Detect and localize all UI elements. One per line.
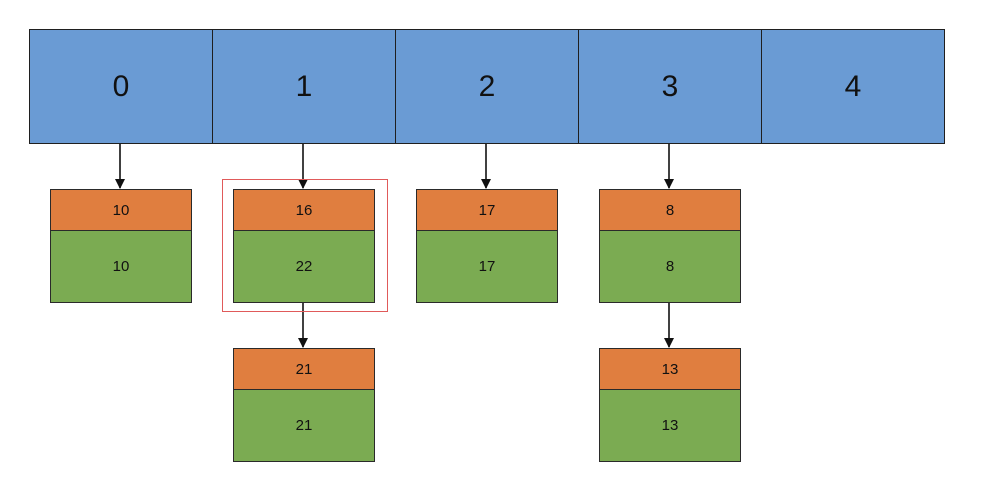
node-bucket-3-entry-2: 13 13 (599, 348, 741, 462)
bucket-0: 0 (30, 30, 213, 143)
node-value: 13 (600, 390, 740, 461)
node-value: 22 (234, 231, 374, 302)
node-bucket-1-entry-1: 16 22 (233, 189, 375, 303)
bucket-array: 0 1 2 3 4 (29, 29, 945, 144)
highlight-box (222, 179, 388, 312)
node-bucket-0-entry-1: 10 10 (50, 189, 192, 303)
node-key: 17 (417, 190, 557, 231)
bucket-4: 4 (844, 69, 862, 103)
node-value: 8 (600, 231, 740, 302)
node-bucket-2-entry-1: 17 17 (416, 189, 558, 303)
node-key: 16 (234, 190, 374, 231)
bucket-1: 1 (213, 30, 396, 143)
node-value: 10 (51, 231, 191, 302)
node-bucket-3-entry-1: 8 8 (599, 189, 741, 303)
node-value: 21 (234, 390, 374, 461)
node-bucket-1-entry-2: 21 21 (233, 348, 375, 462)
node-key: 13 (600, 349, 740, 390)
bucket-2: 2 (396, 30, 579, 143)
node-value: 17 (417, 231, 557, 302)
bucket-3: 3 (579, 30, 762, 143)
node-key: 10 (51, 190, 191, 231)
node-key: 21 (234, 349, 374, 390)
node-key: 8 (600, 190, 740, 231)
